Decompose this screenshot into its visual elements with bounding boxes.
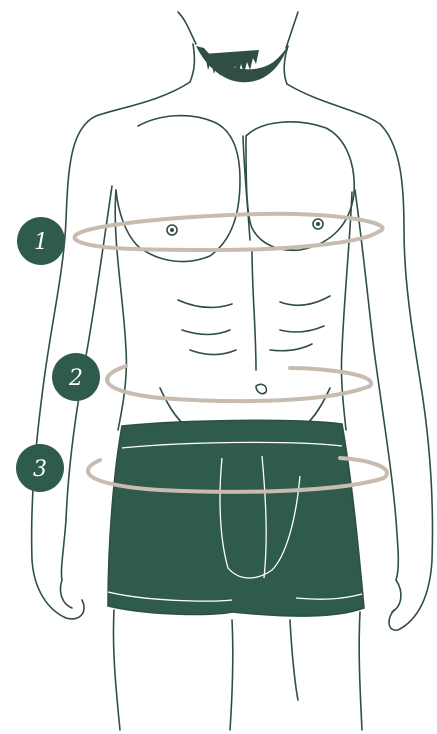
boxer-brief-graphic xyxy=(108,420,364,616)
marker-3-label: 3 xyxy=(33,457,47,482)
beard-illustration xyxy=(196,46,288,82)
marker-1-label: 1 xyxy=(34,230,48,255)
waist-measure-band xyxy=(107,366,371,401)
marker-1-badge: 1 xyxy=(17,217,65,265)
marker-2-badge: 2 xyxy=(52,353,100,401)
marker-3-badge: 3 xyxy=(16,444,64,492)
marker-2-label: 2 xyxy=(68,366,83,391)
